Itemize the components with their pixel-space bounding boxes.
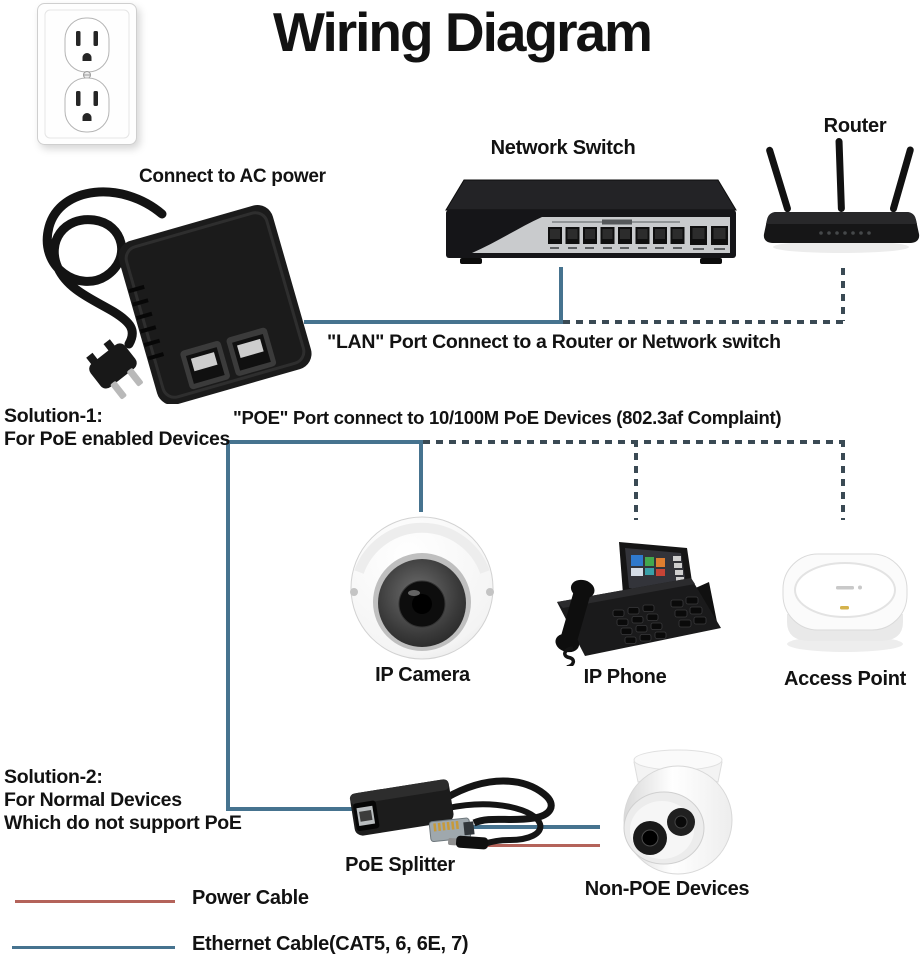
- solution2-heading: Solution-2:: [4, 766, 103, 788]
- power-line-splitter-to-camera: [478, 844, 600, 847]
- poe-injector-illustration: [2, 172, 317, 404]
- ethernet-line-main-rail: [226, 440, 230, 811]
- ip-phone-label: IP Phone: [583, 666, 667, 688]
- ip-phone-illustration: [523, 538, 725, 666]
- non-poe-label: Non-POE Devices: [584, 878, 750, 900]
- dashed-line-router-drop: [841, 268, 845, 321]
- ethernet-line-switch-drop: [559, 267, 563, 321]
- solution2-subheading2: Which do not support PoE: [4, 812, 242, 834]
- ethernet-line-splitter-to-camera: [452, 825, 600, 829]
- ip-camera-illustration: [345, 514, 500, 664]
- access-point-illustration: [770, 548, 920, 660]
- non-poe-camera-illustration: [594, 740, 762, 880]
- lan-note: "LAN" Port Connect to a Router or Networ…: [327, 331, 781, 353]
- poe-splitter-illustration: [338, 758, 603, 863]
- legend-power-cable-label: Power Cable: [192, 887, 309, 909]
- poe-note: "POE" Port connect to 10/100M PoE Device…: [233, 407, 782, 428]
- ip-camera-label: IP Camera: [375, 664, 470, 686]
- solution1-heading: Solution-1:: [4, 405, 103, 427]
- ethernet-line-injector-to-junction: [304, 320, 563, 324]
- page-title: Wiring Diagram: [273, 1, 653, 63]
- power-outlet-illustration: [36, 2, 138, 146]
- dashed-line-phone-drop: [634, 440, 638, 520]
- solution2-subheading1: For Normal Devices: [4, 789, 182, 811]
- router-label: Router: [823, 115, 887, 137]
- dashed-line-junction-to-router: [563, 320, 845, 324]
- router-illustration: [763, 136, 920, 264]
- ethernet-line-poe-bus-solid: [226, 440, 423, 444]
- solution1-subheading: For PoE enabled Devices: [4, 428, 231, 450]
- network-switch-illustration: [442, 170, 740, 270]
- ethernet-line-camera-drop: [419, 440, 423, 512]
- legend-ethernet-cable-line: [12, 946, 175, 949]
- legend-power-cable-line: [15, 900, 175, 903]
- access-point-label: Access Point: [783, 668, 906, 690]
- connect-ac-label: Connect to AC power: [139, 166, 326, 187]
- poe-splitter-label: PoE Splitter: [345, 854, 455, 876]
- legend-ethernet-cable-label: Ethernet Cable(CAT5, 6, 6E, 7): [192, 933, 469, 955]
- switch-label: Network Switch: [490, 137, 636, 159]
- dashed-line-ap-drop: [841, 440, 845, 520]
- ethernet-line-to-splitter: [226, 807, 356, 811]
